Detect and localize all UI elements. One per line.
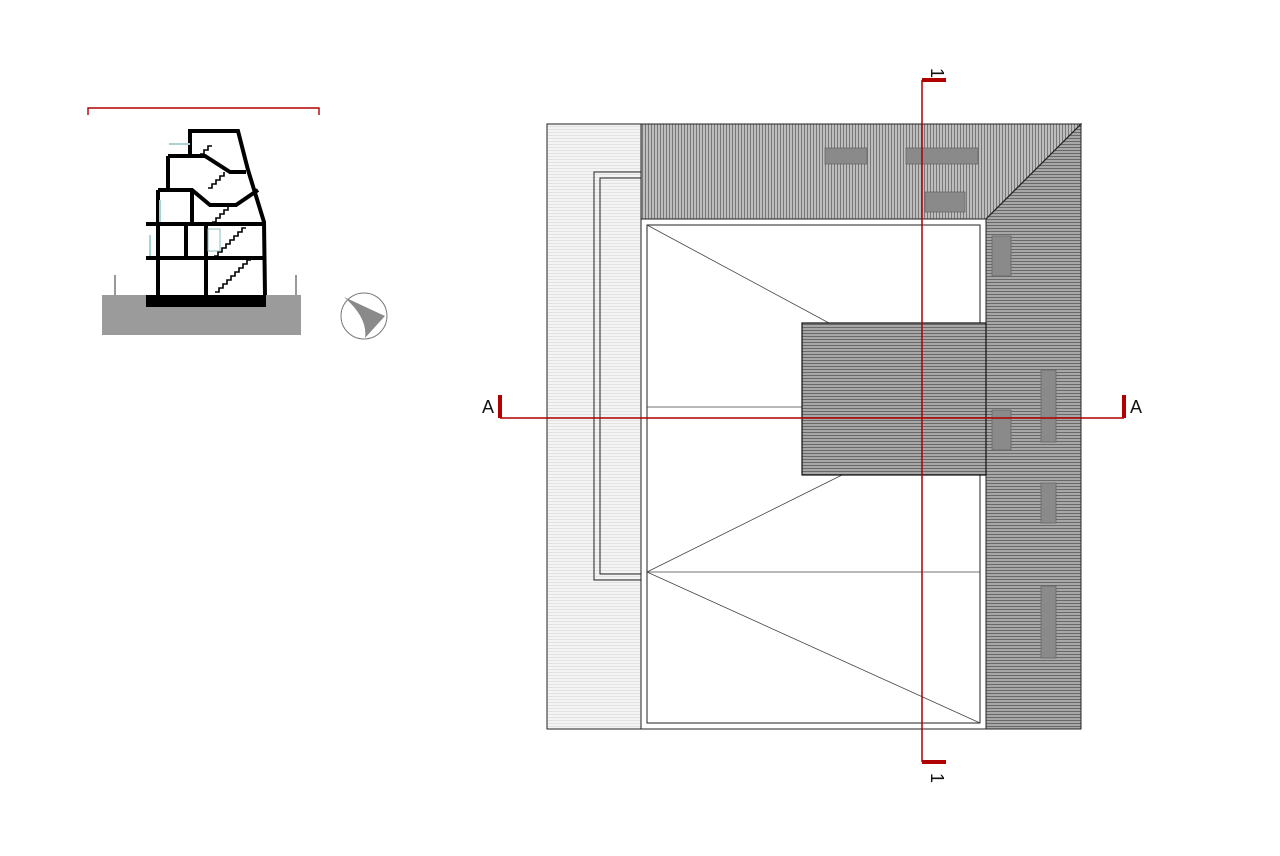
glazing xyxy=(149,143,221,256)
perimeter-inner-line-2 xyxy=(599,177,641,575)
roof-hip-line xyxy=(985,123,1082,220)
section-marker-a-left: A xyxy=(482,397,494,417)
roof-plan xyxy=(546,122,1083,730)
perimeter-inner-line xyxy=(593,171,641,581)
building-section xyxy=(87,107,320,335)
stairs xyxy=(200,145,251,293)
north-arrow-icon xyxy=(340,292,388,340)
building-walls xyxy=(146,129,267,296)
central-roof-volume xyxy=(801,322,987,476)
foundation-slab xyxy=(146,295,266,307)
section-marker-a-right: A xyxy=(1130,397,1142,417)
section-line-a: A A xyxy=(482,395,1142,419)
section-line-1: 1 1 xyxy=(921,68,947,783)
section-marker-1-top: 1 xyxy=(927,68,947,78)
section-marker-1-bottom: 1 xyxy=(927,773,947,783)
courtyard-slope-lines xyxy=(646,224,981,724)
section-width-bracket xyxy=(87,107,320,115)
skylights xyxy=(824,147,1057,659)
